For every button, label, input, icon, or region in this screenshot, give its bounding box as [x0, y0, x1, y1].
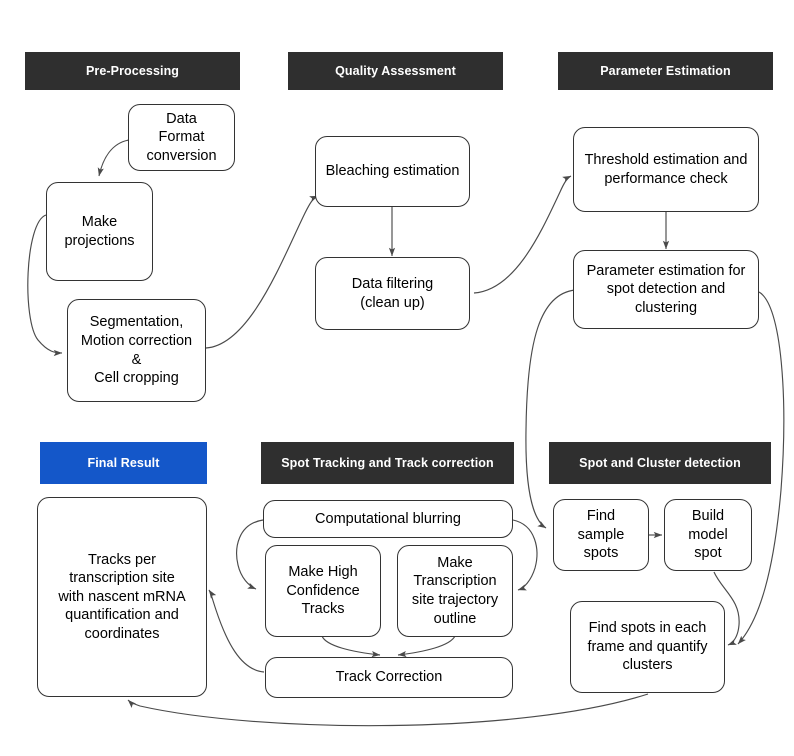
section-header-label: Quality Assessment	[335, 64, 456, 78]
node-label: Segmentation, Motion correction & Cell c…	[80, 314, 193, 387]
node-label: Tracks per transcription site with nasce…	[58, 551, 186, 642]
node-make-transcription-site-trajectory[interactable]: Make Transcription site trajectory outli…	[397, 545, 513, 637]
node-make-projections[interactable]: Make projections	[46, 182, 153, 281]
node-label: Make Transcription site trajectory outli…	[411, 554, 499, 627]
node-label: Bleaching estimation	[325, 163, 460, 180]
node-label: Data Format conversion	[146, 110, 217, 164]
edge-blurring-to-transcriptionsite	[512, 519, 538, 591]
node-label: Find spots in each frame and quantify cl…	[587, 620, 708, 674]
node-label: Find sample spots	[577, 508, 625, 562]
edge-trackcorrection-to-finalresult	[208, 589, 265, 673]
edge-datafiltering-to-threshold	[473, 175, 572, 294]
node-label: Make High Confidence Tracks	[286, 564, 360, 618]
section-header-final-result: Final Result	[40, 442, 207, 484]
section-header-label: Parameter Estimation	[600, 64, 731, 78]
section-header-label: Spot and Cluster detection	[579, 456, 741, 470]
node-track-correction[interactable]: Track Correction	[265, 657, 513, 698]
edge-findspots-to-finalresult	[127, 693, 649, 727]
node-label: Parameter estimation for spot detection …	[586, 262, 746, 316]
section-header-label: Spot Tracking and Track correction	[281, 456, 494, 470]
section-header-label: Final Result	[87, 456, 160, 470]
section-header-label: Pre-Processing	[85, 64, 180, 78]
edge-highconfidence-to-trackcorrection	[321, 635, 381, 658]
node-data-filtering[interactable]: Data filtering (clean up)	[315, 257, 470, 330]
node-label: Data filtering (clean up)	[351, 275, 434, 311]
section-header-quality-assessment: Quality Assessment	[288, 52, 503, 90]
edge-blurring-to-highconfidence	[236, 519, 264, 590]
node-data-format-conversion[interactable]: Data Format conversion	[128, 104, 235, 171]
node-find-spots-quantify-clusters[interactable]: Find spots in each frame and quantify cl…	[570, 601, 725, 693]
node-find-sample-spots[interactable]: Find sample spots	[553, 499, 649, 571]
node-label: Make projections	[64, 213, 135, 249]
node-threshold-estimation[interactable]: Threshold estimation and performance che…	[573, 127, 759, 212]
section-header-spot-tracking: Spot Tracking and Track correction	[261, 442, 514, 484]
section-header-pre-processing: Pre-Processing	[25, 52, 240, 90]
section-header-parameter-estimation: Parameter Estimation	[558, 52, 773, 90]
edge-segmentation-to-bleaching	[205, 195, 319, 349]
section-header-spot-cluster-detection: Spot and Cluster detection	[549, 442, 771, 484]
node-tracks-per-transcription-site[interactable]: Tracks per transcription site with nasce…	[37, 497, 207, 697]
node-computational-blurring[interactable]: Computational blurring	[263, 500, 513, 538]
node-label: Build model spot	[688, 508, 728, 562]
edge-dataformat-to-makeprojections	[97, 139, 130, 177]
node-label: Track Correction	[335, 669, 443, 686]
edge-transcriptionsite-to-trackcorrection	[397, 635, 456, 658]
node-parameter-estimation-spot[interactable]: Parameter estimation for spot detection …	[573, 250, 759, 329]
node-label: Threshold estimation and performance che…	[584, 151, 748, 187]
node-label: Computational blurring	[315, 510, 461, 527]
node-build-model-spot[interactable]: Build model spot	[664, 499, 752, 571]
edge-parameterestimation-to-findsamplespots	[525, 289, 576, 529]
node-bleaching-estimation[interactable]: Bleaching estimation	[315, 136, 470, 207]
node-make-high-confidence-tracks[interactable]: Make High Confidence Tracks	[265, 545, 381, 637]
node-segmentation-motion-correction[interactable]: Segmentation, Motion correction & Cell c…	[67, 299, 206, 402]
